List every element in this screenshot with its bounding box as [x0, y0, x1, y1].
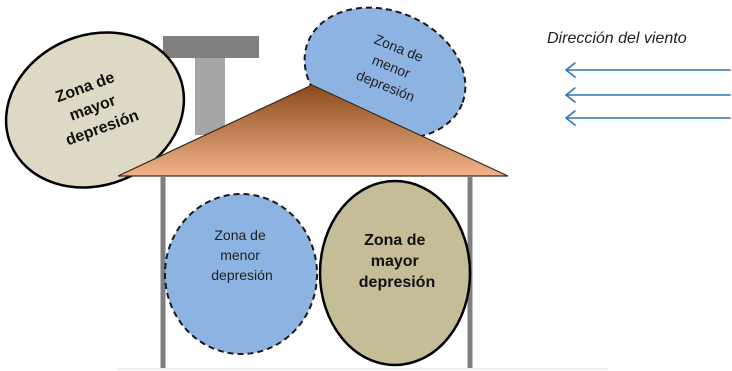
chimney-stack: [195, 55, 225, 135]
interior-left-zone-line-3: depresión: [211, 267, 273, 283]
wind-arrow: [565, 110, 731, 126]
interior-left-zone: [164, 193, 318, 355]
wind-arrow: [565, 87, 731, 103]
interior-left-zone-line-2: menor: [220, 247, 260, 263]
wind-arrow: [565, 62, 731, 78]
roof-left-zone: [4, 31, 186, 189]
interior-right-zone: [318, 179, 472, 367]
chimney-cap: [163, 36, 259, 58]
interior-right-zone-line-3: depresión: [359, 274, 435, 291]
roof: [117, 84, 509, 177]
interior-right-zone-line-2: mayor: [371, 253, 419, 270]
wind-arrows: [565, 62, 731, 126]
interior-left-zone-line-1: Zona de: [214, 227, 266, 243]
interior-right-zone-label: Zona de mayor depresión: [359, 232, 435, 291]
wind-direction-label: Dirección del viento: [547, 30, 687, 47]
interior-right-zone-line-1: Zona de: [364, 232, 425, 249]
interior-left-zone-label: Zona de menor depresión: [211, 227, 273, 283]
